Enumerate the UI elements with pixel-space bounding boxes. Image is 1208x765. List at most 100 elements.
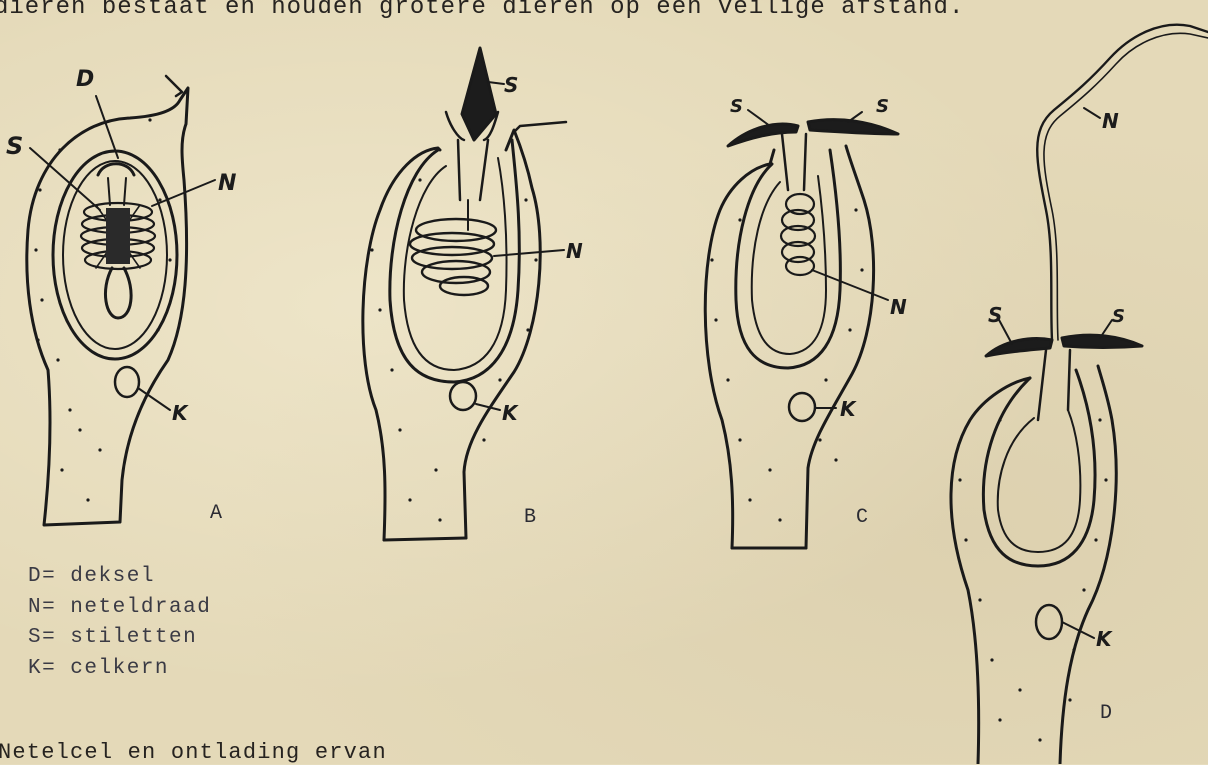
panel-c-pointer-n xyxy=(812,270,888,300)
stipple-dot xyxy=(390,368,393,371)
panel-c-pointer-s-left xyxy=(748,110,770,126)
panel-d-nucleus xyxy=(1036,605,1062,639)
mark-c-n: N xyxy=(890,295,907,319)
stipple-dot xyxy=(68,408,71,411)
stipple-dot xyxy=(1038,738,1041,741)
panel-b-coiled-thread xyxy=(410,200,496,295)
stipple-dot xyxy=(958,478,961,481)
panel-b-stylet xyxy=(462,48,496,140)
panel-c-cell-right xyxy=(806,146,874,548)
stipple-dot xyxy=(726,378,729,381)
panel-letters: A B C D xyxy=(210,502,1112,725)
mark-d-n: N xyxy=(1102,109,1119,133)
stipple-dot xyxy=(86,498,89,501)
stipple-dot xyxy=(998,418,1001,421)
mark-b-s: S xyxy=(504,73,518,97)
stipple-dot xyxy=(36,338,39,341)
panel-a-nucleus xyxy=(115,367,139,397)
stipple-dot xyxy=(978,598,981,601)
legend-item-neteldraad: N= neteldraad xyxy=(28,593,211,624)
stipple-dot xyxy=(1104,478,1107,481)
stipple-dot xyxy=(834,458,837,461)
stipple-dot xyxy=(438,518,441,521)
panel-b-tube xyxy=(458,140,488,200)
stipple-dot xyxy=(40,298,43,301)
stipple-dot xyxy=(526,328,529,331)
legend-item-stiletten: S= stiletten xyxy=(28,623,211,654)
stipple-dot xyxy=(498,378,501,381)
figure-caption: Netelcel en ontlading ervan xyxy=(0,740,387,765)
panel-c xyxy=(705,110,898,548)
legend-item-deksel: D= deksel xyxy=(28,562,211,593)
stipple-dot xyxy=(58,148,61,151)
stipple-dot xyxy=(482,438,485,441)
panel-b-pointer-s xyxy=(488,82,504,84)
stipple-dot xyxy=(990,658,993,661)
panel-letter-d: D xyxy=(1100,702,1112,725)
stipple-dot xyxy=(860,268,863,271)
panel-b xyxy=(363,48,566,540)
panel-letter-c: C xyxy=(856,506,868,529)
stipple-dot xyxy=(418,178,421,181)
mark-b-k: K xyxy=(502,401,519,425)
stipple-dot xyxy=(818,438,821,441)
panel-a-coiled-thread xyxy=(81,203,155,269)
mark-a-k: K xyxy=(172,401,189,425)
panel-c-nucleus xyxy=(789,393,815,421)
stipple-dot xyxy=(158,198,161,201)
stipple-dot xyxy=(768,468,771,471)
stipple-dot xyxy=(1018,688,1021,691)
panel-b-trigger xyxy=(514,122,566,132)
stipple-dot xyxy=(434,468,437,471)
mark-c-s-right: S xyxy=(876,96,889,117)
stipple-dot xyxy=(148,118,151,121)
panel-c-stylet-left xyxy=(728,124,798,146)
panel-b-pointer-n xyxy=(494,250,564,256)
mark-a-d: D xyxy=(76,67,94,92)
panel-a-trigger xyxy=(166,76,182,96)
mark-a-s: S xyxy=(6,132,23,160)
stipple-dot xyxy=(848,328,851,331)
mark-d-k: K xyxy=(1096,627,1113,651)
panel-d-stylet-left xyxy=(986,339,1052,356)
panel-letter-b: B xyxy=(524,506,536,529)
stipple-dot xyxy=(738,438,741,441)
stipple-dot xyxy=(1094,538,1097,541)
stipple-dot xyxy=(78,428,81,431)
legend-item-celkern: K= celkern xyxy=(28,654,211,685)
stipple-dot xyxy=(370,248,373,251)
stipple-dot xyxy=(156,328,159,331)
stipple-dot xyxy=(398,428,401,431)
panel-d-tube xyxy=(1038,350,1070,420)
stipple-dot xyxy=(714,318,717,321)
panel-d xyxy=(951,25,1208,764)
stipple-dot xyxy=(38,188,41,191)
panel-a xyxy=(27,76,215,525)
panel-d-capsule-inner xyxy=(998,410,1081,552)
panel-c-coiled-thread xyxy=(781,194,815,275)
stipple-dot xyxy=(534,258,537,261)
stipple-dot xyxy=(524,198,527,201)
panel-d-thread-inner xyxy=(1044,33,1208,340)
stipple-dot xyxy=(1072,648,1075,651)
mark-b-n: N xyxy=(566,239,583,263)
stipple-dot xyxy=(998,718,1001,721)
panel-d-stylet-right xyxy=(1062,335,1142,347)
stipple-dot xyxy=(778,518,781,521)
stipple-dot xyxy=(56,358,59,361)
panel-a-lid xyxy=(98,164,134,175)
stipple-dot xyxy=(1068,698,1071,701)
panel-d-thread xyxy=(1037,25,1208,340)
stipple-dot xyxy=(748,498,751,501)
panel-b-cell-bottom xyxy=(384,538,466,540)
mark-d-s-right: S xyxy=(1112,306,1125,327)
stipple-dot xyxy=(1098,418,1101,421)
mark-d-s-left: S xyxy=(988,303,1002,327)
stipple-dot xyxy=(98,448,101,451)
panel-b-nucleus xyxy=(450,382,476,410)
legend: D= deksel N= neteldraad S= stiletten K= … xyxy=(28,562,211,684)
stipple-dot xyxy=(1082,588,1085,591)
stipple-dot xyxy=(168,258,171,261)
panel-c-tube xyxy=(782,134,806,190)
stipple-dot xyxy=(854,208,857,211)
